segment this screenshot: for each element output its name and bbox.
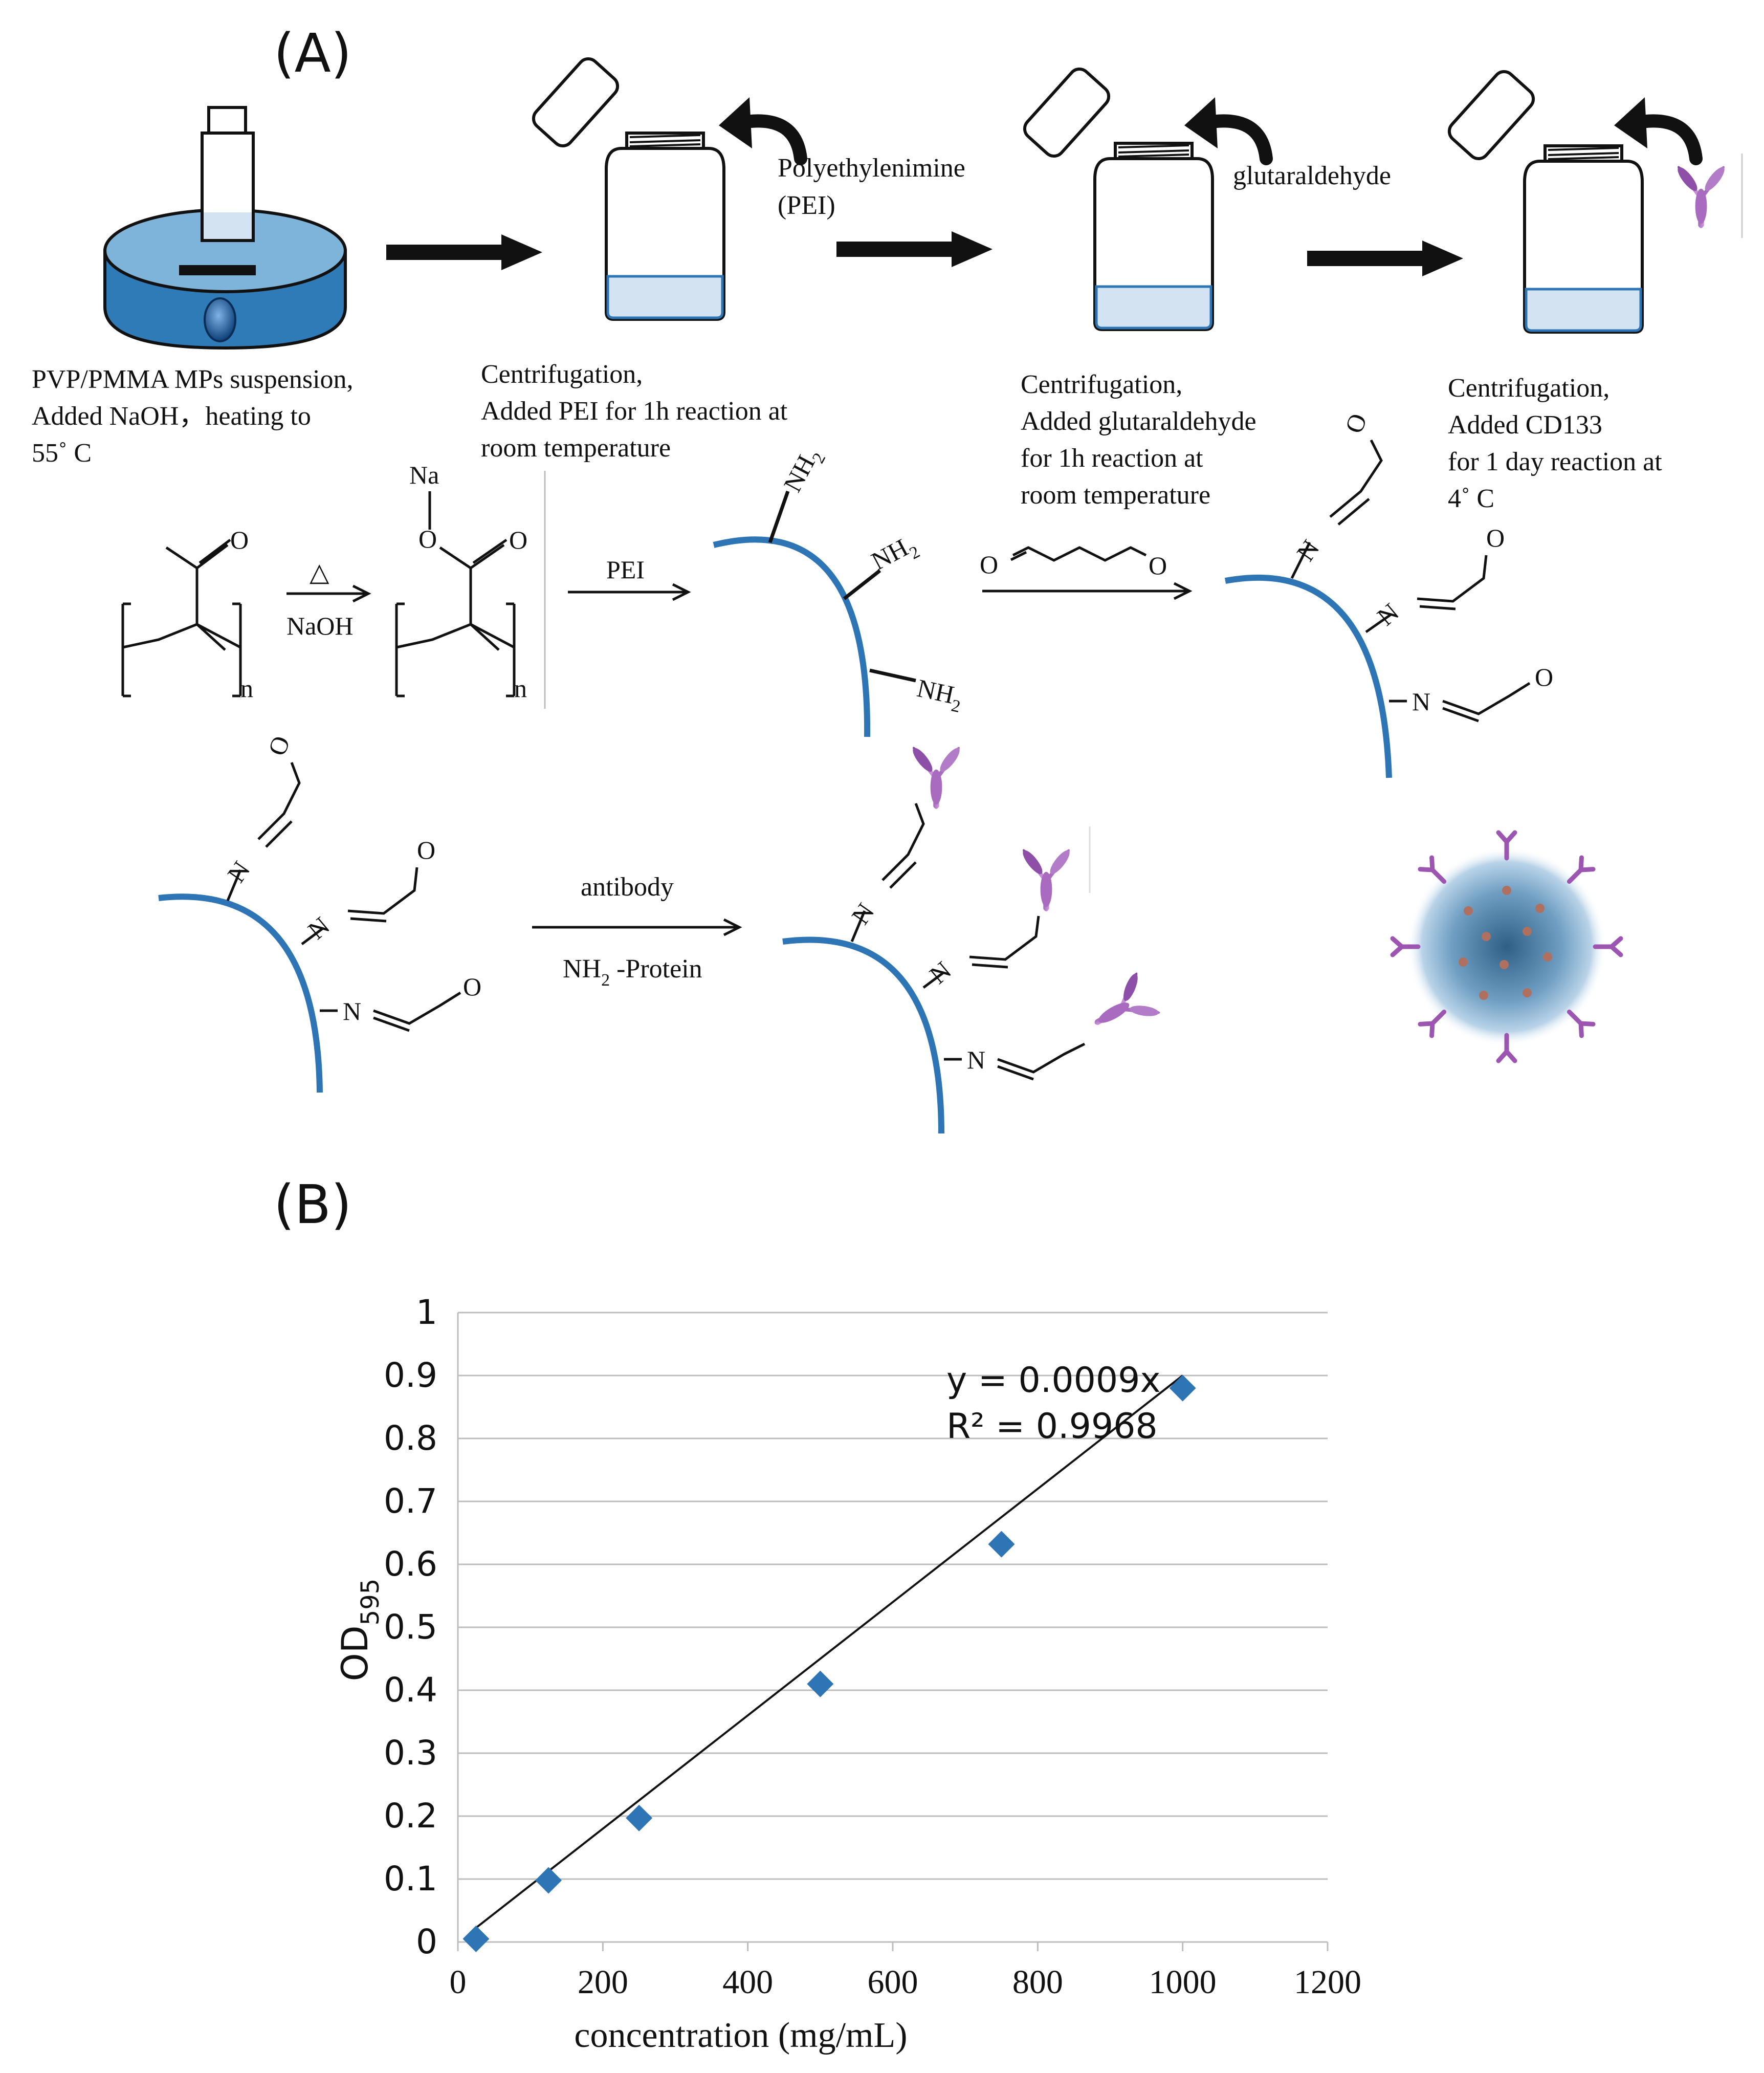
grid-lines — [457, 1312, 1329, 1951]
y-tick-label: 0 — [416, 1922, 437, 1961]
delta-symbol: △ — [310, 557, 329, 587]
x-tick-label: 400 — [722, 1963, 773, 2001]
conjugated-surface — [782, 803, 1086, 1134]
glutaraldehyde-arrow — [982, 582, 1193, 600]
surf1-n1: N — [1291, 535, 1325, 566]
y-axis-title: OD595 — [334, 1579, 385, 1682]
y-tick-label: 0.9 — [384, 1356, 437, 1395]
y-tick-label: 0.2 — [384, 1796, 437, 1836]
glutaraldehyde-reagent: glutaraldehyde — [1233, 161, 1391, 190]
vial — [201, 106, 255, 242]
calibration-chart: 0 0.1 0.2 0.3 0.4 0.5 0.6 0.7 0.8 0.9 1 0 200 400 600… — [384, 1293, 1361, 2001]
salt-n: n — [514, 674, 527, 703]
x-tick-label: 600 — [868, 1963, 918, 2001]
process-arrow-2 — [836, 231, 993, 267]
pmma-structure — [121, 539, 242, 697]
data-point — [1169, 1374, 1196, 1402]
data-point — [535, 1867, 562, 1894]
y-tick-label: 0.1 — [384, 1859, 437, 1899]
x-tick-label: 0 — [450, 1963, 467, 2001]
amine-surface — [713, 490, 916, 737]
aldehyde-surface-1 — [1224, 439, 1531, 778]
data-point — [462, 1925, 490, 1952]
conjugated-antibody-2 — [1020, 847, 1073, 911]
naoh-label: NaOH — [286, 612, 354, 640]
lid-arrow-3 — [1614, 97, 1696, 159]
pei-arrow — [568, 583, 691, 601]
antibody-icon — [1674, 164, 1728, 228]
glut-o-right: O — [1149, 551, 1167, 580]
surf2-o2: O — [417, 836, 435, 864]
surf2-n3: N — [343, 997, 361, 1025]
data-point — [807, 1670, 834, 1697]
surf1-o3: O — [1535, 663, 1553, 691]
lid-arrow-2 — [1184, 97, 1266, 159]
regression-equation: y = 0.0009x — [946, 1360, 1161, 1401]
salt-o2: O — [509, 526, 527, 554]
salt-o1: O — [418, 525, 437, 553]
data-point — [988, 1531, 1015, 1558]
pmma-n: n — [240, 674, 253, 703]
conjugated-antibody-3 — [1082, 969, 1163, 1047]
sodium-salt-structure — [395, 491, 516, 697]
x-tick-label: 1200 — [1294, 1963, 1361, 2001]
amine-label-1: NH2 — [778, 443, 829, 499]
glut-o-left: O — [980, 550, 998, 579]
panel-a-label: (A) — [274, 22, 351, 84]
step4-caption: Centrifugation, Added CD133 for 1 day re… — [1448, 374, 1669, 513]
data-points — [462, 1374, 1196, 1952]
x-axis-title: concentration (mg/mL) — [574, 2016, 907, 2055]
step3-caption: Centrifugation, Added glutaraldehyde for… — [1021, 370, 1263, 510]
y-tick-label: 1 — [416, 1293, 437, 1332]
r-squared: R² = 0.9968 — [946, 1406, 1158, 1447]
conjugated-antibody-1 — [910, 745, 963, 809]
pei-reagent: Polyethylenimine (PEI) — [778, 154, 972, 220]
immunomagnetic-bead — [1393, 833, 1621, 1061]
process-arrow-3 — [1307, 241, 1463, 276]
y-tick-labels: 0 0.1 0.2 0.3 0.4 0.5 0.6 0.7 0.8 0.9 1 — [384, 1293, 437, 1961]
aldehyde-surface-2 — [158, 762, 461, 1093]
antibody-arrow — [532, 918, 742, 936]
salt-na: Na — [409, 461, 439, 489]
y-tick-label: 0.7 — [384, 1481, 437, 1521]
jar-1 — [606, 133, 724, 319]
x-tick-label: 800 — [1012, 1963, 1063, 2001]
amine-label-3: NH2 — [913, 673, 965, 716]
y-tick-label: 0.3 — [384, 1733, 437, 1773]
data-point — [626, 1804, 653, 1831]
x-tick-label: 200 — [578, 1963, 628, 2001]
pmma-o: O — [230, 526, 249, 554]
jar-2 — [1095, 143, 1212, 330]
naoh-arrow — [286, 584, 371, 603]
x-tick-labels: 0 200 400 600 800 1000 1200 — [450, 1963, 1362, 2001]
surf2-n1: N — [222, 856, 256, 888]
surf1-n3: N — [1412, 687, 1430, 716]
surf1-o2: O — [1486, 523, 1505, 552]
lid-arrow-1 — [719, 97, 801, 159]
pei-label: PEI — [606, 555, 645, 584]
panel-b-label: (B) — [274, 1173, 352, 1236]
jar-lid-1 — [530, 55, 622, 150]
y-tick-label: 0.8 — [384, 1419, 437, 1458]
y-tick-label: 0.6 — [384, 1544, 437, 1584]
process-arrow-1 — [386, 234, 542, 270]
jar-lid-2 — [1021, 65, 1113, 161]
surf3-n1: N — [846, 898, 880, 930]
jar-lid-3 — [1445, 68, 1538, 163]
y-tick-label: 0.5 — [384, 1607, 437, 1647]
trendline — [475, 1374, 1183, 1929]
glutaraldehyde-molecule — [1010, 546, 1147, 562]
antibody-label: antibody — [581, 872, 674, 902]
surf1-o1: O — [1339, 410, 1373, 437]
y-tick-label: 0.4 — [384, 1670, 437, 1710]
step1-caption: PVP/PMMA MPs suspension, Added NaOH，heat… — [32, 365, 360, 468]
step2-caption: Centrifugation, Added PEI for 1h reactio… — [481, 360, 794, 463]
x-tick-label: 1000 — [1149, 1963, 1217, 2001]
protein-label: NH2 -Protein — [563, 954, 702, 990]
jar-3 — [1525, 146, 1642, 332]
surf3-n3: N — [967, 1045, 985, 1074]
surf2-o1: O — [262, 732, 296, 759]
surf2-o3: O — [463, 972, 481, 1001]
